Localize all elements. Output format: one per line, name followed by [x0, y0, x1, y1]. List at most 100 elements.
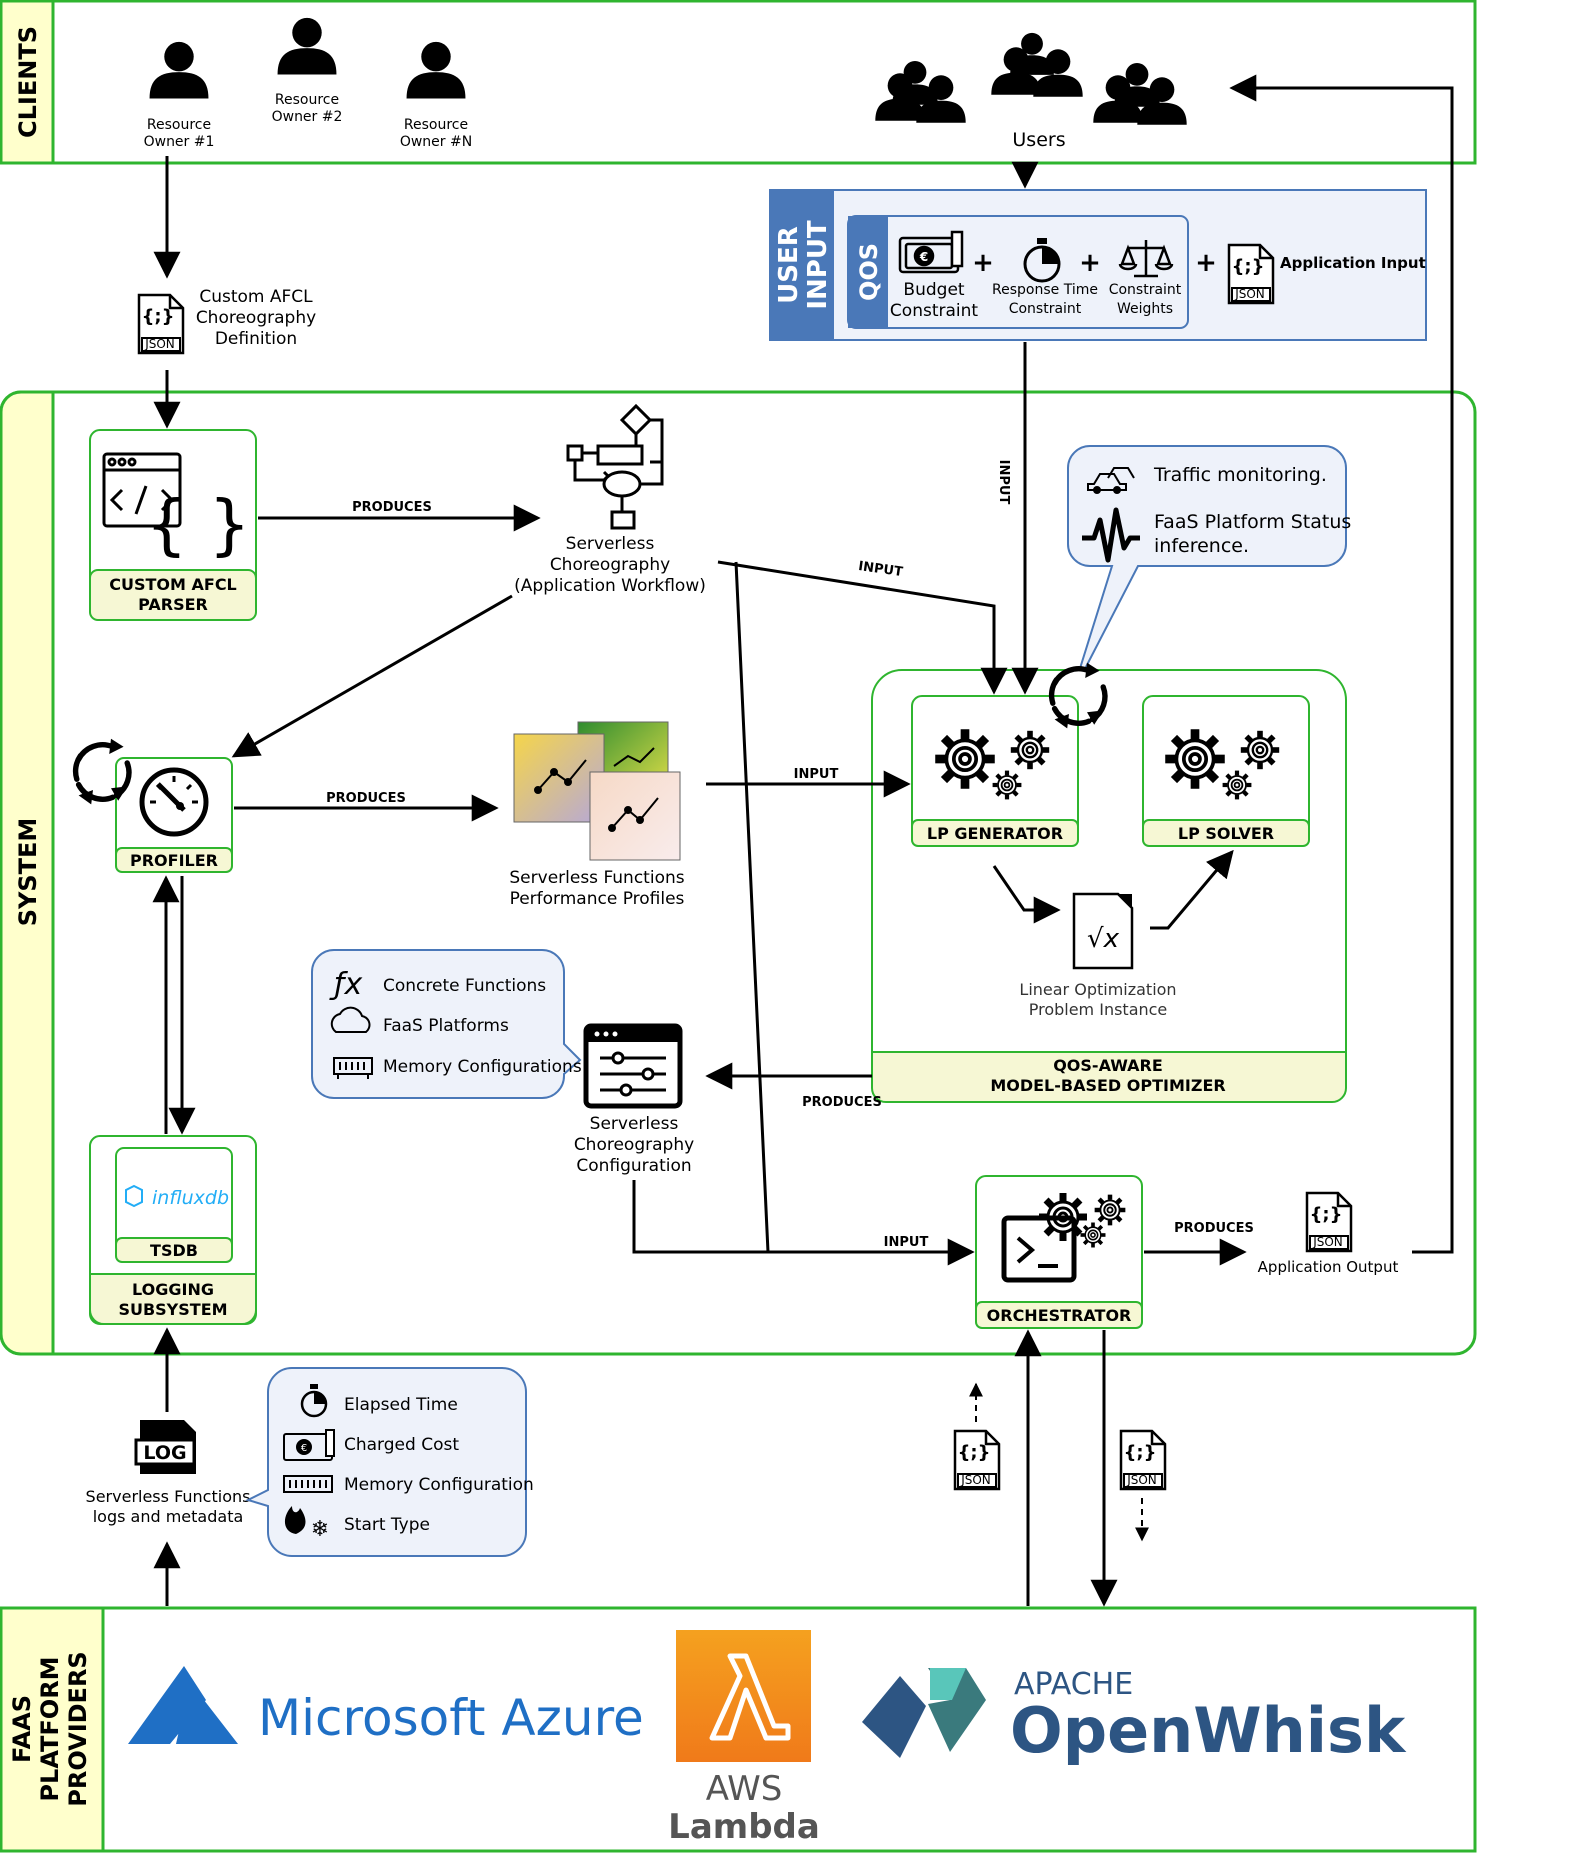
parser-line2: PARSER — [138, 595, 208, 614]
svg-text:JSON: JSON — [1126, 1473, 1157, 1487]
edge-produces-2: PRODUCES — [326, 791, 406, 806]
application-output: {;} JSON Application Output — [1258, 1191, 1398, 1276]
choreography-to-generator-arrow — [717, 560, 1008, 695]
faas-status-line2: inference. — [1154, 535, 1249, 557]
output-to-users-arrow — [1229, 74, 1454, 1254]
profiler: PROFILER — [115, 757, 233, 873]
line-chart-icon — [534, 747, 659, 832]
owner2-line2: Owner #2 — [272, 109, 343, 125]
config-callout: ƒx Concrete Functions FaaS Platforms Mem… — [311, 949, 582, 1099]
lambda-text: Lambda — [668, 1807, 820, 1847]
orchestrator: ORCHESTRATOR — [975, 1175, 1143, 1329]
json-icon: {;} JSON — [1305, 1191, 1353, 1253]
azure-icon — [128, 1666, 238, 1744]
edge-input-4: INPUT — [996, 460, 1011, 505]
svg-text:{;}: {;} — [958, 1442, 991, 1463]
clients-label: CLIENTS — [14, 26, 42, 138]
budget-line2: Constraint — [890, 301, 978, 321]
logging-line1: LOGGING — [132, 1280, 214, 1299]
logging-subsystem: influxdb TSDB LOGGING SUBSYSTEM — [89, 1135, 257, 1325]
microsoft-azure-logo: Microsoft Azure — [128, 1666, 644, 1747]
faas-label-1: FAAS — [8, 1695, 36, 1763]
qos-aware-optimizer: QOS-AWARE MODEL-BASED OPTIMIZER LP GENER… — [871, 663, 1347, 1103]
ownerN-line1: Resource — [404, 117, 468, 133]
money-icon: € — [898, 230, 964, 274]
users-group: Users — [875, 32, 1187, 151]
svg-text:JSON: JSON — [960, 1473, 991, 1487]
owner1-line1: Resource — [147, 117, 211, 133]
function-icon: ƒx — [329, 967, 363, 1002]
user-input-title-2: INPUT — [803, 220, 833, 310]
logs-line1: Serverless Functions — [86, 1487, 251, 1506]
performance-profiles: Serverless Functions Performance Profile… — [509, 721, 685, 909]
config-line3: Configuration — [576, 1156, 691, 1176]
openwhisk-text: OpenWhisk — [1010, 1694, 1407, 1767]
cars-icon — [1087, 467, 1135, 494]
clients-section: CLIENTS — [0, 0, 1477, 165]
lp-generator: LP GENERATOR — [911, 695, 1079, 847]
instance-to-solver-arrow — [1150, 849, 1234, 930]
profiler-label: PROFILER — [130, 851, 218, 870]
lambda-icon — [709, 1653, 791, 1741]
arrows — [152, 74, 1454, 1607]
choreo-line1: Serverless — [566, 534, 655, 554]
stopwatch-icon — [1023, 238, 1061, 283]
afcl-def-line1: Custom AFCL — [199, 287, 313, 307]
lp-generator-label: LP GENERATOR — [927, 824, 1063, 843]
response-line1: Response Time — [992, 282, 1098, 298]
influxdb-logo: influxdb — [125, 1184, 229, 1209]
lp-instance: √x Linear Optimization Problem Instance — [1019, 892, 1177, 1019]
apache-openwhisk-logo: APACHE OpenWhisk — [862, 1667, 1407, 1767]
math-document-icon: √x — [1072, 892, 1134, 970]
user-input-panel: USER INPUT QOS € Budget Constraint + Res… — [769, 189, 1427, 341]
logs-line2: logs and metadata — [93, 1507, 244, 1526]
custom-afcl-parser: { } CUSTOM AFCL PARSER — [89, 429, 257, 621]
config-line1: Serverless — [590, 1114, 679, 1134]
weights-line1: Constraint — [1109, 282, 1182, 298]
faas-label-3: PROVIDERS — [64, 1651, 92, 1806]
json-out: {;} JSON — [1119, 1429, 1167, 1491]
workflow-icon — [566, 403, 664, 530]
start-type-text: Start Type — [344, 1515, 430, 1535]
edge-produces-3: PRODUCES — [802, 1095, 882, 1110]
weights-line2: Weights — [1117, 301, 1173, 317]
svg-text:Microsoft Azure: Microsoft Azure — [258, 1689, 644, 1747]
ownerN-line2: Owner #N — [400, 134, 472, 150]
resource-owner-n: Resource Owner #N — [400, 41, 472, 150]
fire-snowflake-icon: ❄ — [284, 1506, 329, 1542]
profiles-line2: Performance Profiles — [510, 889, 685, 909]
tsdb-label: TSDB — [150, 1241, 198, 1260]
aws-lambda-logo: AWS Lambda — [668, 1630, 820, 1847]
svg-text:√x: √x — [1087, 924, 1120, 954]
logging-line2: SUBSYSTEM — [118, 1300, 227, 1319]
monitoring-callout: Traffic monitoring. FaaS Platform Status… — [1067, 445, 1351, 695]
edge-labels: PRODUCES PRODUCES PRODUCES PRODUCES INPU… — [326, 460, 1254, 1250]
edge-input-2: INPUT — [857, 559, 903, 580]
choreography-configuration: Serverless Choreography Configuration — [574, 1023, 694, 1176]
application-input-label: Application Input — [1280, 254, 1426, 272]
json-icon: {;} JSON — [1227, 243, 1275, 305]
charged-cost-text: Charged Cost — [344, 1435, 459, 1455]
choreo-line3: (Application Workflow) — [514, 576, 706, 596]
scales-icon — [1118, 240, 1174, 278]
owner2-line1: Resource — [275, 92, 339, 108]
profiles-line1: Serverless Functions — [509, 868, 684, 888]
orchestrator-label: ORCHESTRATOR — [987, 1306, 1132, 1325]
edge-produces-4: PRODUCES — [1174, 1221, 1254, 1236]
stopwatch-icon — [300, 1384, 328, 1418]
parser-line1: CUSTOM AFCL — [109, 575, 237, 594]
plus-3: + — [1195, 248, 1217, 278]
braces-icon: { } — [146, 486, 251, 563]
user-input-title-1: USER — [774, 226, 804, 304]
edge-produces-1: PRODUCES — [352, 500, 432, 515]
svg-text:€: € — [301, 1443, 307, 1454]
optimizer-line1: QOS-AWARE — [1053, 1056, 1163, 1075]
json-in: {;} JSON — [953, 1429, 1001, 1491]
lp-solver-label: LP SOLVER — [1178, 824, 1274, 843]
cloud-icon — [330, 1006, 371, 1033]
afcl-definition: {;} JSON Custom AFCL Choreography Defini… — [137, 287, 316, 355]
svg-text:❄: ❄ — [311, 1517, 329, 1542]
serverless-choreography: Serverless Choreography (Application Wor… — [514, 403, 706, 596]
speedometer-icon — [139, 767, 209, 837]
